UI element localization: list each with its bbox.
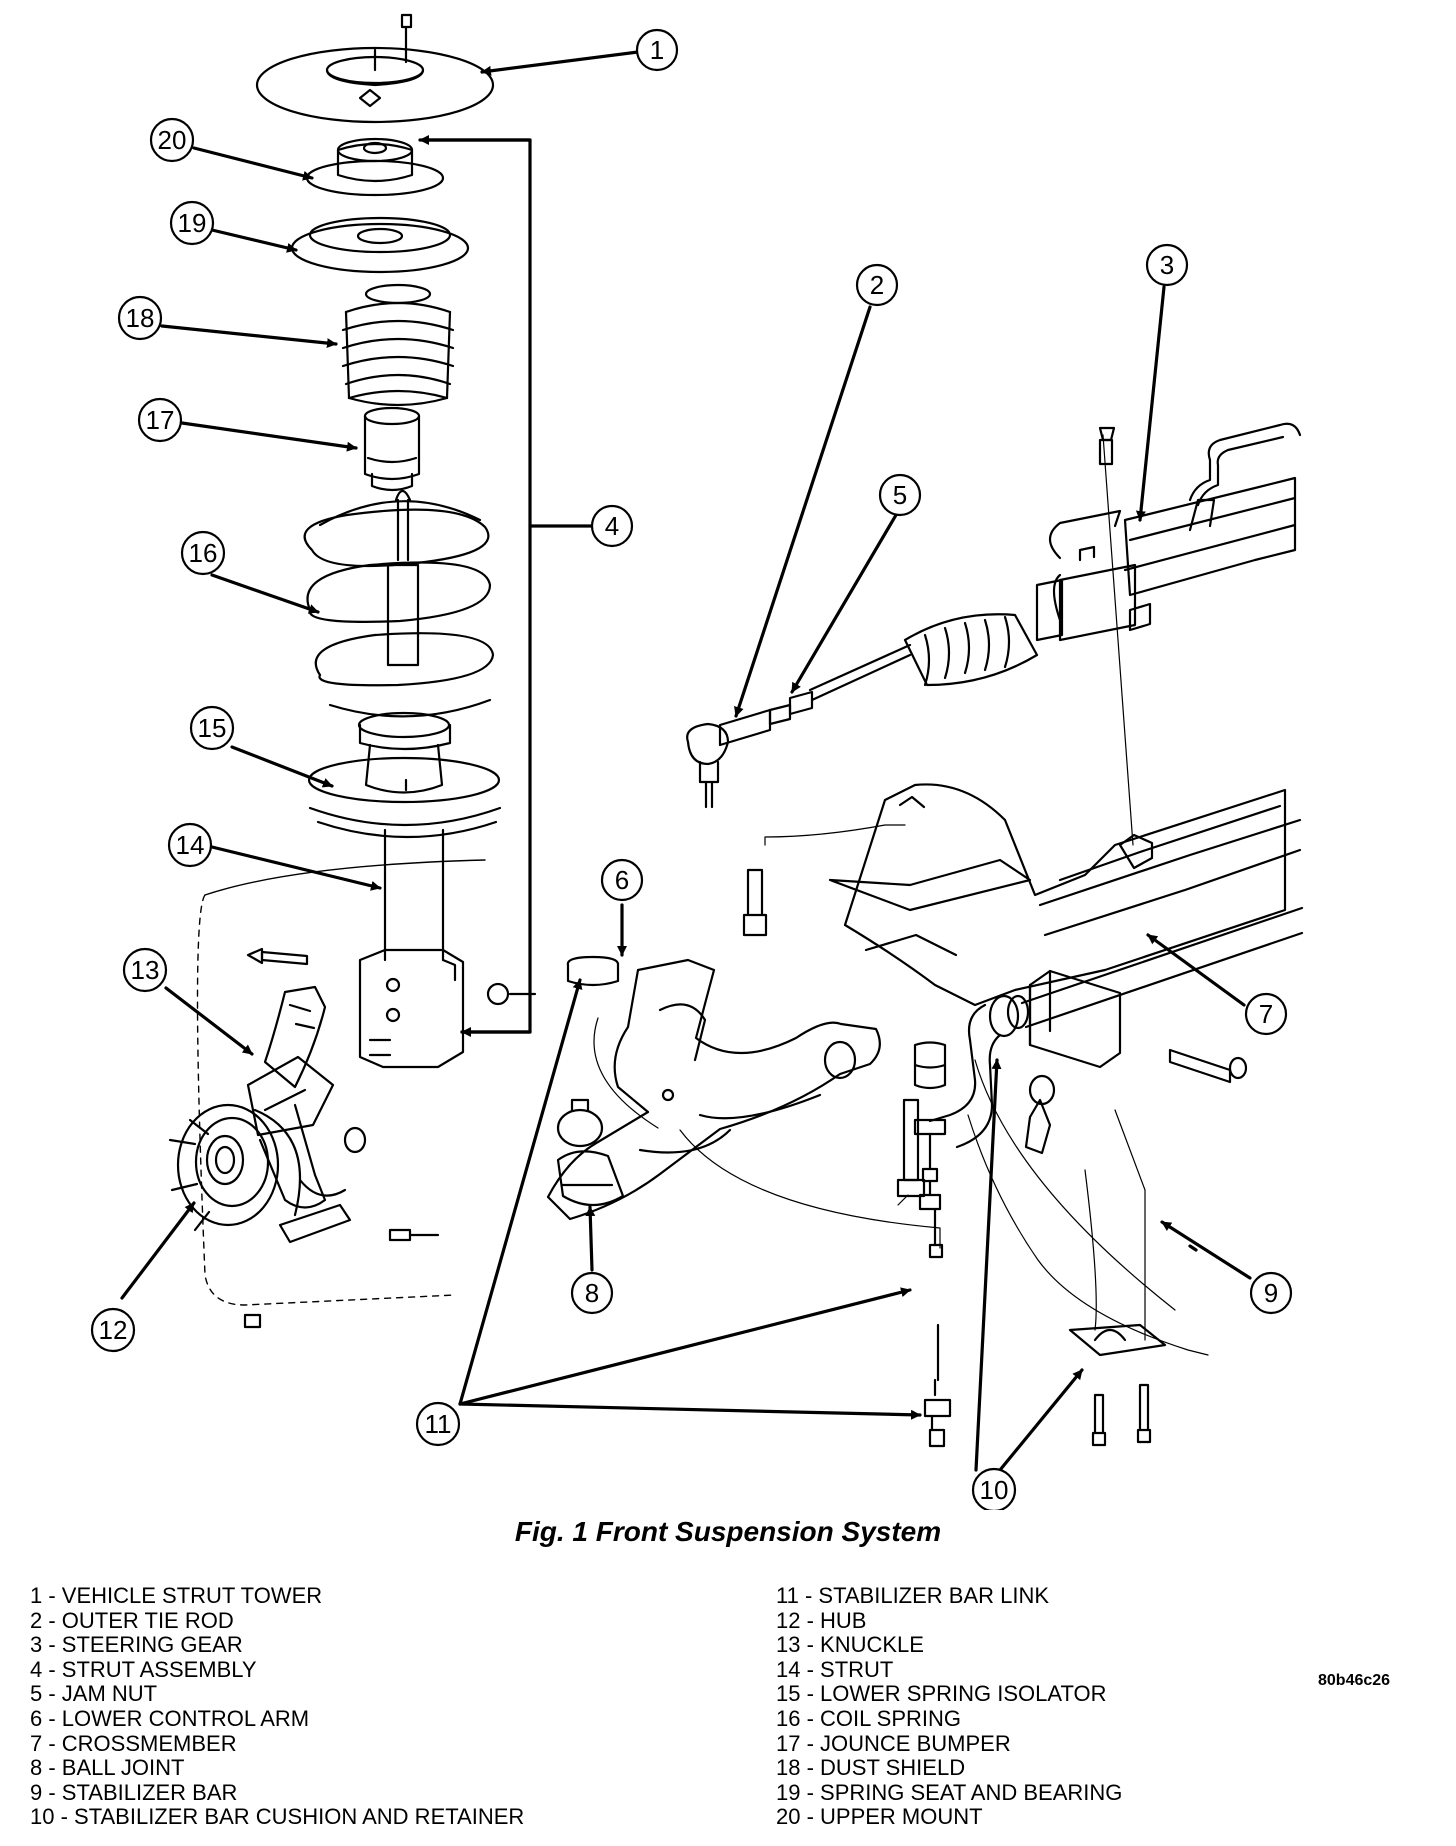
ball-joint-part [556, 1098, 625, 1206]
legend-item: 14 - STRUT [776, 1656, 894, 1682]
legend-item: 1 - VEHICLE STRUT TOWER [30, 1583, 323, 1608]
legend-right-column: 11 - STABILIZER BAR LINK 12 - HUB 13 - K… [776, 1583, 1123, 1830]
callout-12-label: 12 [99, 1315, 128, 1345]
callout-7: 7 [1244, 992, 1288, 1036]
callout-2: 2 [855, 263, 899, 307]
figure-caption: Fig. 1 Front Suspension System [514, 1516, 942, 1547]
legend-item: 19 - SPRING SEAT AND BEARING [776, 1779, 1123, 1805]
legend-item: 7 - CROSSMEMBER [30, 1730, 237, 1756]
callout-3-label: 3 [1160, 250, 1174, 280]
callout-11: 11 [415, 1401, 461, 1447]
callout-14: 14 [167, 822, 213, 868]
hidden-lines [593, 434, 1209, 1356]
callout-7-label: 7 [1259, 999, 1273, 1029]
callout-9-label: 9 [1264, 1278, 1278, 1308]
legend-item: 16 - COIL SPRING [776, 1705, 962, 1731]
legend-item: 2 - OUTER TIE ROD [30, 1607, 234, 1633]
callout-17: 17 [137, 397, 183, 443]
callout-15-label: 15 [198, 713, 227, 743]
legend-item: 17 - JOUNCE BUMPER [776, 1730, 1011, 1756]
callout-1: 1 [635, 28, 679, 72]
legend-item: 8 - BALL JOINT [30, 1755, 185, 1781]
callout-14-label: 14 [176, 830, 205, 860]
callout-2-label: 2 [870, 270, 884, 300]
callout-17-label: 17 [146, 405, 175, 435]
legend-item: 12 - HUB [776, 1607, 867, 1633]
callout-13: 13 [122, 947, 168, 993]
callout-18: 18 [117, 295, 163, 341]
strut-tower-part [255, 13, 495, 124]
legend-left-column: 1 - VEHICLE STRUT TOWER 2 - OUTER TIE RO… [30, 1583, 525, 1830]
jounce-bumper-part [363, 406, 421, 492]
legend-item: 9 - STABILIZER BAR [30, 1779, 238, 1805]
knuckle-part [246, 985, 367, 1244]
callout-3: 3 [1145, 243, 1189, 287]
callout-1-label: 1 [650, 35, 664, 65]
strut-part [358, 828, 465, 1069]
callout-12: 12 [90, 1307, 136, 1353]
callout-6: 6 [600, 858, 644, 902]
callout-11-label: 11 [425, 1409, 452, 1439]
figure-code: 80b46c26 [1318, 1672, 1391, 1689]
coil-spring-part [303, 489, 495, 718]
callout-8-label: 8 [585, 1278, 599, 1308]
legend-item: 18 - DUST SHIELD [776, 1755, 966, 1781]
legend-item: 5 - JAM NUT [30, 1681, 158, 1707]
legend-item: 15 - LOWER SPRING ISOLATOR [776, 1681, 1107, 1707]
steering-gear-part [686, 422, 1302, 809]
legend-item: 3 - STEERING GEAR [30, 1632, 243, 1658]
callout-19: 19 [169, 200, 215, 246]
lower-isolator-part [307, 711, 502, 839]
callout-19-label: 19 [178, 208, 207, 238]
legend-item: 13 - KNUCKLE [776, 1632, 924, 1658]
legend-item: 6 - LOWER CONTROL ARM [30, 1705, 310, 1731]
legend-item: 11 - STABILIZER BAR LINK [776, 1583, 1050, 1608]
legend-item: 20 - UPPER MOUNT [776, 1804, 983, 1830]
callout-15: 15 [189, 705, 235, 751]
leader-arrows [120, 50, 1252, 1472]
callout-8: 8 [570, 1271, 614, 1315]
callout-16: 16 [180, 530, 226, 576]
callout-5: 5 [878, 473, 922, 517]
spring-seat-part [290, 216, 470, 274]
callout-10-label: 10 [980, 1475, 1009, 1505]
dust-shield-part [341, 283, 455, 407]
callout-5-label: 5 [893, 480, 907, 510]
hub-part [168, 1103, 440, 1329]
lower-control-arm-part [546, 955, 881, 1221]
upper-mount-part [305, 88, 445, 197]
strut-bolts [246, 947, 537, 1006]
callout-4: 4 [590, 504, 634, 548]
stabilizer-link-part [913, 1041, 952, 1448]
callout-18-label: 18 [126, 303, 155, 333]
callout-20-label: 20 [158, 125, 187, 155]
callout-4-label: 4 [605, 511, 619, 541]
stabilizer-cushion-part [1068, 1323, 1167, 1447]
suspension-diagram: 1 2 3 4 5 6 7 8 9 10 11 12 [90, 13, 1304, 1510]
callout-13-label: 13 [131, 955, 160, 985]
callout-9: 9 [1249, 1271, 1293, 1315]
callout-6-label: 6 [615, 865, 629, 895]
legend-item: 4 - STRUT ASSEMBLY [30, 1656, 257, 1682]
callout-10: 10 [971, 1467, 1017, 1510]
crossmember-part [742, 783, 1302, 1198]
callout-20: 20 [149, 117, 195, 163]
stabilizer-bar-part [928, 906, 1304, 1149]
callout-16-label: 16 [189, 538, 218, 568]
legend-item: 10 - STABILIZER BAR CUSHION AND RETAINER [30, 1804, 525, 1830]
